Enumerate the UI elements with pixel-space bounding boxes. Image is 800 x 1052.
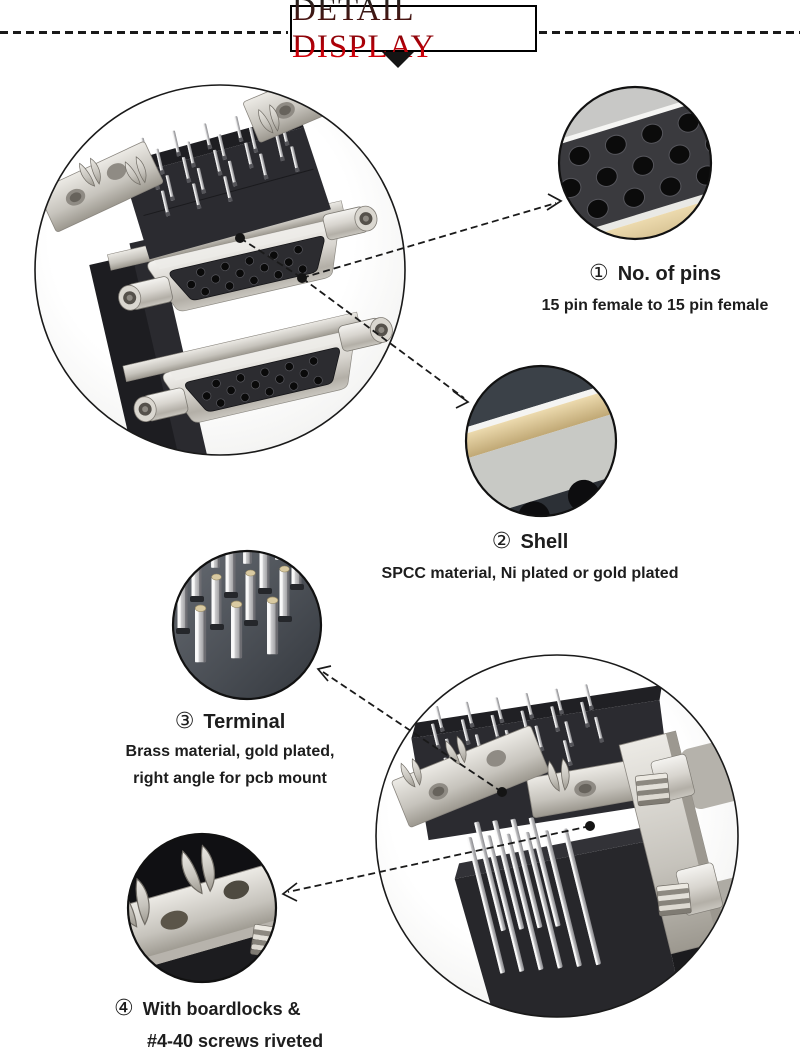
secondary-product-photo [376,655,738,1017]
arrowhead-icon [546,193,563,211]
detail-circle-shell [466,366,616,516]
callout-line-dot-link [239,237,303,279]
arrowhead-icon [281,882,298,902]
boardlock-flange-left [37,141,164,232]
callout-line-shell [301,277,465,399]
callout-dot [497,787,507,797]
callout-boardlocks-desc: #4-40 screws riveted [147,1031,324,1051]
callout-line-terminal [322,671,503,793]
callout-number: ③ [174,708,195,733]
callout-terminal-desc-1: Brass material, gold plated, [125,743,335,760]
callout-pins-desc: 15 pin female to 15 pin female [541,297,769,314]
detail-circle-boardlocks-outline [126,832,278,984]
main-photo-circle [34,84,406,456]
detail-circle-shell-outline [464,364,618,518]
page-title-box: DETAIL DISPLAY [290,0,537,65]
page-title: DETAIL DISPLAY [292,0,535,66]
arrowhead-icon [316,665,332,682]
detail-circle-pins-outline [557,85,713,241]
detail-circle-terminal-outline [171,549,323,701]
arrowhead-icon [452,390,470,409]
detail-circle-boardlocks [128,834,276,982]
header-dash-right [539,31,800,34]
boardlock-flange-top [391,725,549,828]
callout-number: ① [588,260,609,285]
detail-circle-terminal [173,551,321,699]
lower-port [122,311,396,425]
callout-dot [297,273,307,283]
callout-line-boardlocks [287,825,591,893]
header-dash-left [0,31,288,34]
secondary-photo-circle [375,654,739,1018]
terminal-pins [176,551,304,663]
callout-line-pins [301,202,557,279]
callout-dot [585,821,595,831]
callout-number: ② [491,528,512,553]
callout-terminal-desc-2: right angle for pcb mount [133,770,327,787]
callout-shell-desc: SPCC material, Ni plated or gold plated [381,565,679,582]
detail-circle-pins [559,87,711,239]
down-arrow-icon [382,52,414,68]
callout-number: ④ [114,995,134,1020]
main-product-photo [35,85,405,455]
callout-dot [235,233,245,243]
